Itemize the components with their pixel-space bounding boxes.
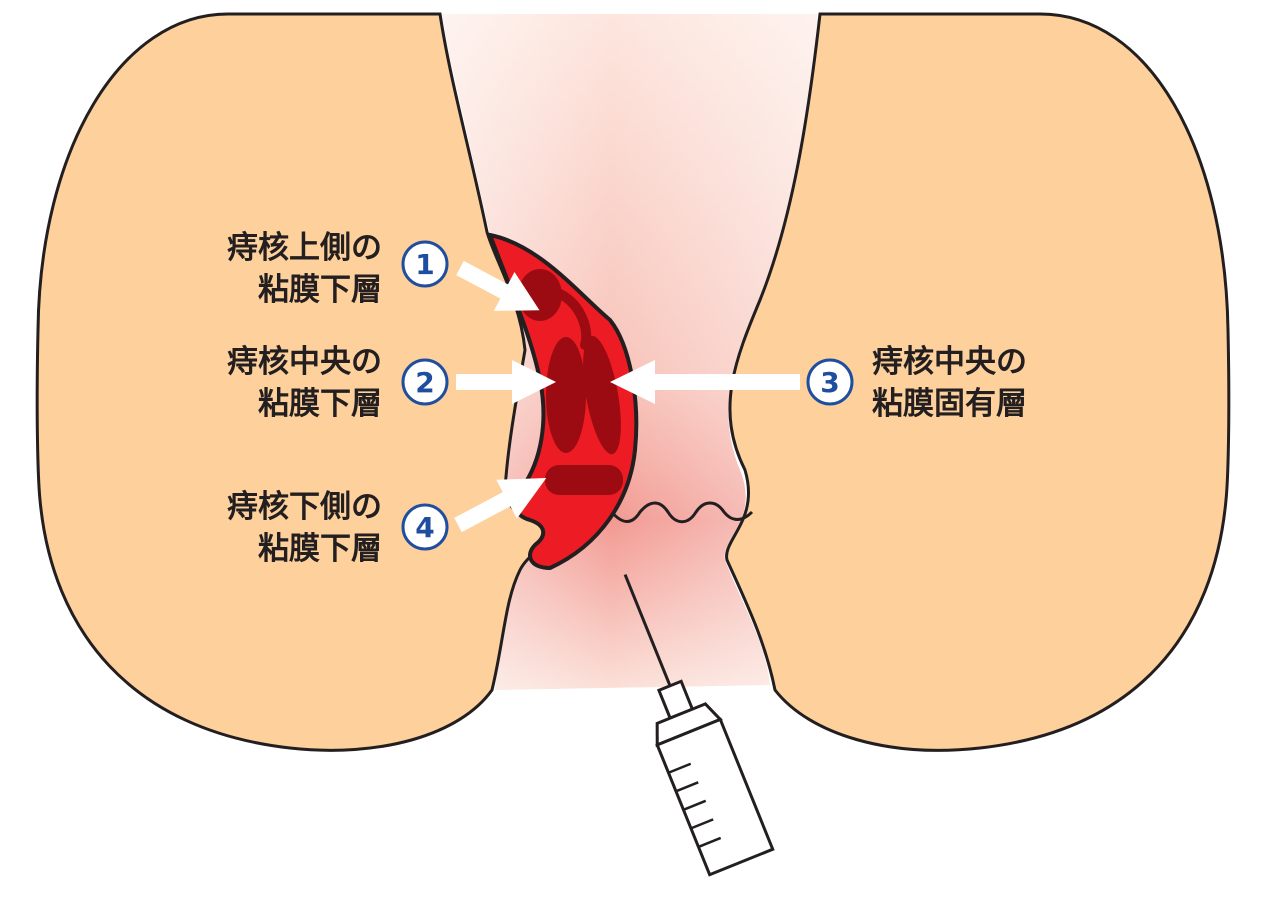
- svg-text:2: 2: [415, 366, 434, 399]
- label-4-line2: 粘膜下層: [258, 531, 382, 567]
- badge-3: 3: [806, 358, 854, 406]
- label-2-line1: 痔核中央の: [227, 344, 382, 380]
- label-2-line2: 粘膜下層: [258, 386, 382, 422]
- vein-3: [583, 335, 621, 455]
- label-3-line2: 粘膜固有層: [872, 386, 1027, 422]
- left-buttock: [35, 12, 549, 752]
- label-1-line1: 痔核上側の: [227, 230, 382, 266]
- syringe-icon: [623, 574, 775, 877]
- arrow-icon: [456, 260, 540, 311]
- svg-text:3: 3: [820, 366, 839, 399]
- label-4-line1: 痔核下側の: [227, 489, 382, 525]
- vein-4: [545, 465, 623, 495]
- arrow-icon: [456, 360, 556, 404]
- label-1-line2: 粘膜下層: [258, 272, 382, 308]
- badge-2: 2: [401, 358, 449, 406]
- svg-text:4: 4: [415, 511, 434, 544]
- right-buttock: [725, 12, 1231, 752]
- label-3-line1: 痔核中央の: [872, 344, 1027, 380]
- badge-1: 1: [401, 240, 449, 288]
- svg-text:1: 1: [415, 248, 434, 281]
- vein-2: [546, 337, 586, 453]
- arrow-icon: [454, 478, 547, 533]
- dentate-line: [608, 501, 754, 524]
- badge-4: 4: [401, 503, 449, 551]
- arrow-icon: [610, 360, 800, 404]
